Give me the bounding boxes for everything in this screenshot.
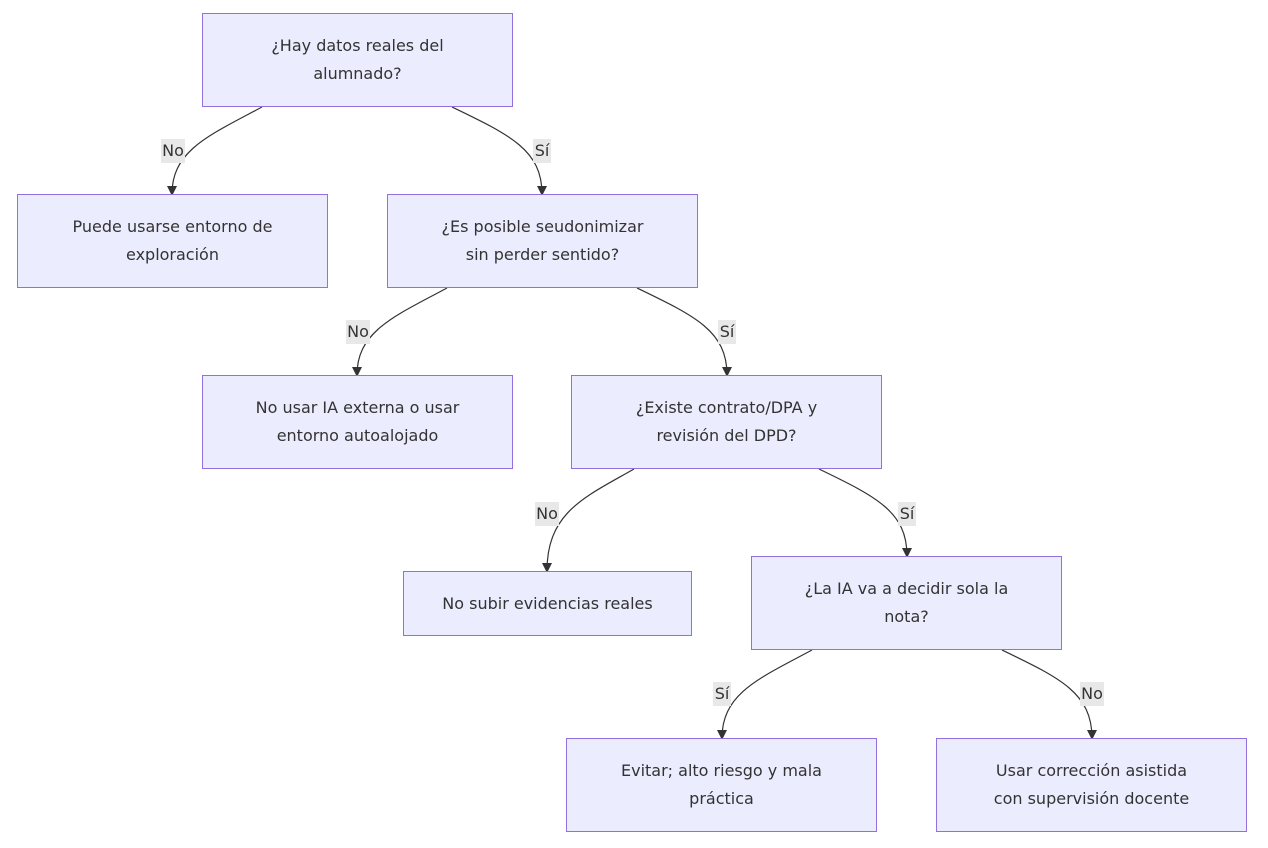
- node-exploration-text: Puede usarse entorno de exploración: [72, 217, 273, 264]
- edge-q1-yes: [451, 106, 547, 196]
- edge-q3-yes: [818, 468, 912, 558]
- edge-label-q4-no: No: [1080, 682, 1104, 706]
- node-exploration-environment: Puede usarse entorno de exploración: [17, 194, 328, 288]
- node-avoid-high-risk: Evitar; alto riesgo y mala práctica: [566, 738, 877, 832]
- node-q2-pseudonymize: ¿Es posible seudonimizar sin perder sent…: [387, 194, 698, 288]
- node-q4-ai-grading: ¿La IA va a decidir sola la nota?: [751, 556, 1062, 650]
- edge-q2-no: [352, 287, 448, 377]
- edge-label-q4-yes: Sí: [713, 682, 731, 706]
- edge-q1-no: [167, 106, 263, 196]
- edge-label-q2-no: No: [346, 320, 370, 344]
- node-q2-text: ¿Es posible seudonimizar sin perder sent…: [441, 217, 644, 264]
- edge-q3-no: [542, 468, 635, 573]
- node-assisted-text: Usar corrección asistida con supervisión…: [993, 761, 1190, 808]
- node-no-upload-evidence: No subir evidencias reales: [403, 571, 692, 636]
- node-q4-text: ¿La IA va a decidir sola la nota?: [804, 579, 1009, 626]
- node-q1-student-data: ¿Hay datos reales del alumnado?: [202, 13, 513, 107]
- node-no-external-ai: No usar IA externa o usar entorno autoal…: [202, 375, 513, 469]
- node-no-external-ai-text: No usar IA externa o usar entorno autoal…: [255, 398, 460, 445]
- node-no-upload-text: No subir evidencias reales: [442, 593, 653, 613]
- edge-label-q1-no: No: [161, 139, 185, 163]
- edge-q4-yes: [717, 649, 813, 740]
- edge-q4-no: [1001, 649, 1097, 740]
- edge-label-q2-yes: Sí: [718, 320, 736, 344]
- node-q1-text: ¿Hay datos reales del alumnado?: [271, 36, 444, 83]
- edge-label-q1-yes: Sí: [533, 139, 551, 163]
- node-assisted-correction: Usar corrección asistida con supervisión…: [936, 738, 1247, 832]
- edge-label-q3-no: No: [535, 502, 559, 526]
- node-q3-contract-dpa: ¿Existe contrato/DPA y revisión del DPD?: [571, 375, 882, 469]
- node-q3-text: ¿Existe contrato/DPA y revisión del DPD?: [635, 398, 818, 445]
- edge-q2-yes: [636, 287, 732, 377]
- node-avoid-text: Evitar; alto riesgo y mala práctica: [621, 761, 822, 808]
- edge-label-q3-yes: Sí: [898, 502, 916, 526]
